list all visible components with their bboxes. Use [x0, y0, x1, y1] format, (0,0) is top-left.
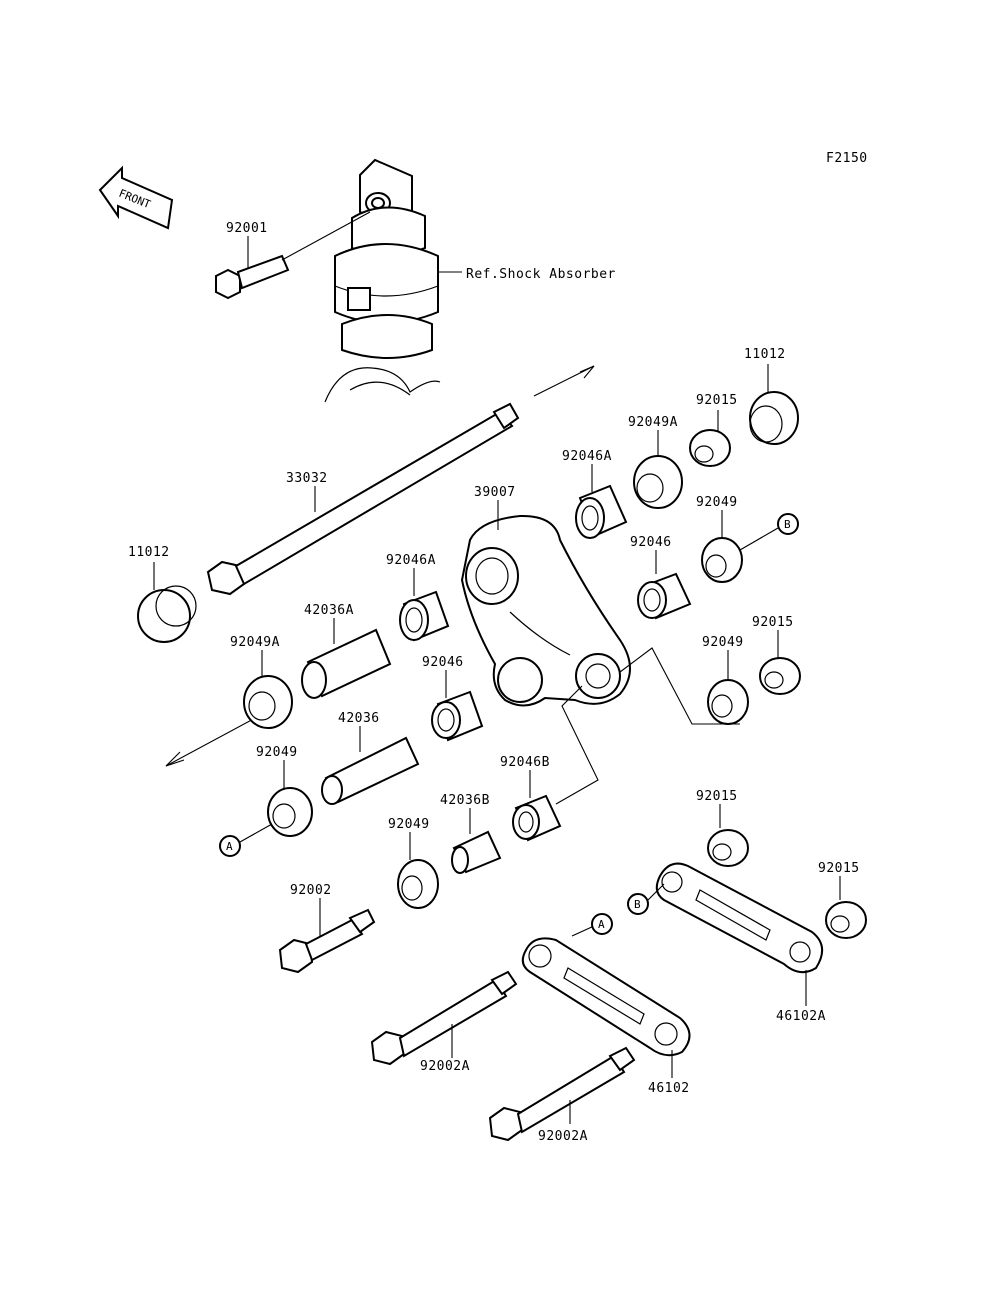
part-92049-left: 92049 — [256, 745, 298, 760]
washer-92049A-left — [243, 675, 293, 729]
link-46102 — [521, 937, 691, 1057]
part-92002: 92002 — [290, 883, 332, 898]
washer-92049-right — [707, 679, 749, 725]
part-42036A: 42036A — [304, 603, 354, 618]
bearing-92046-mid — [431, 690, 484, 742]
part-92015-d: 92015 — [818, 861, 860, 876]
part-42036B: 42036B — [440, 793, 490, 808]
part-92049-right: 92049 — [702, 635, 744, 650]
part-46102: 46102 — [648, 1081, 690, 1096]
part-92002A-1: 92002A — [420, 1059, 470, 1074]
part-33032: 33032 — [286, 471, 328, 486]
part-11012-left: 11012 — [128, 545, 170, 560]
bolt-92002A-upper — [370, 970, 518, 1066]
part-92049A-top: 92049A — [628, 415, 678, 430]
bearing-92046B — [512, 794, 562, 842]
link-46102A — [655, 862, 823, 974]
bolt-92002 — [278, 908, 376, 974]
part-92049-low: 92049 — [388, 817, 430, 832]
ref-b-top: B — [784, 518, 791, 531]
part-92049A-left: 92049A — [230, 635, 280, 650]
nut-92015-top — [689, 429, 731, 467]
bolt-92001 — [215, 254, 290, 300]
cap-11012-top — [749, 391, 799, 445]
part-92049-b: 92049 — [696, 495, 738, 510]
shock-absorber — [324, 158, 441, 403]
ref-a-link: A — [598, 918, 605, 931]
part-92046-right: 92046 — [630, 535, 672, 550]
washer-92049-b — [701, 537, 743, 583]
nut-92015-low — [707, 829, 749, 867]
part-92046-mid: 92046 — [422, 655, 464, 670]
rocker-arm-39007 — [460, 514, 631, 707]
cap-11012-left — [137, 585, 197, 643]
part-92046A-mid: 92046A — [386, 553, 436, 568]
ref-a-left: A — [226, 840, 233, 853]
part-92002A-2: 92002A — [538, 1129, 588, 1144]
ref-b-link: B — [634, 898, 641, 911]
bearing-92046-right — [637, 572, 692, 620]
shaft-33032 — [206, 402, 520, 596]
sleeve-42036A — [301, 628, 392, 699]
part-11012-top: 11012 — [744, 347, 786, 362]
part-39007: 39007 — [474, 485, 516, 500]
part-46102A: 46102A — [776, 1009, 826, 1024]
part-92046A-top: 92046A — [562, 449, 612, 464]
figure-code: F2150 — [826, 151, 868, 166]
sleeve-42036 — [321, 736, 420, 805]
part-92015-c: 92015 — [696, 789, 738, 804]
part-92046B: 92046B — [500, 755, 550, 770]
bearing-92046A-top — [575, 484, 628, 539]
part-92001: 92001 — [226, 221, 268, 236]
sleeve-42036B — [451, 830, 502, 874]
washer-92049-left — [267, 787, 313, 837]
part-92015-b: 92015 — [752, 615, 794, 630]
bearing-92046A-mid — [399, 590, 450, 642]
part-92015-a: 92015 — [696, 393, 738, 408]
part-42036: 42036 — [338, 711, 380, 726]
front-arrow-icon: FRONT — [98, 165, 174, 230]
bolt-92002A-lower — [488, 1046, 636, 1142]
ref-shock-absorber-label: Ref.Shock Absorber — [466, 267, 616, 282]
washer-92049-low — [397, 859, 439, 909]
nut-92015-right — [759, 657, 801, 695]
nut-92015-far-right — [825, 901, 867, 939]
washer-92049A-top — [633, 455, 683, 509]
